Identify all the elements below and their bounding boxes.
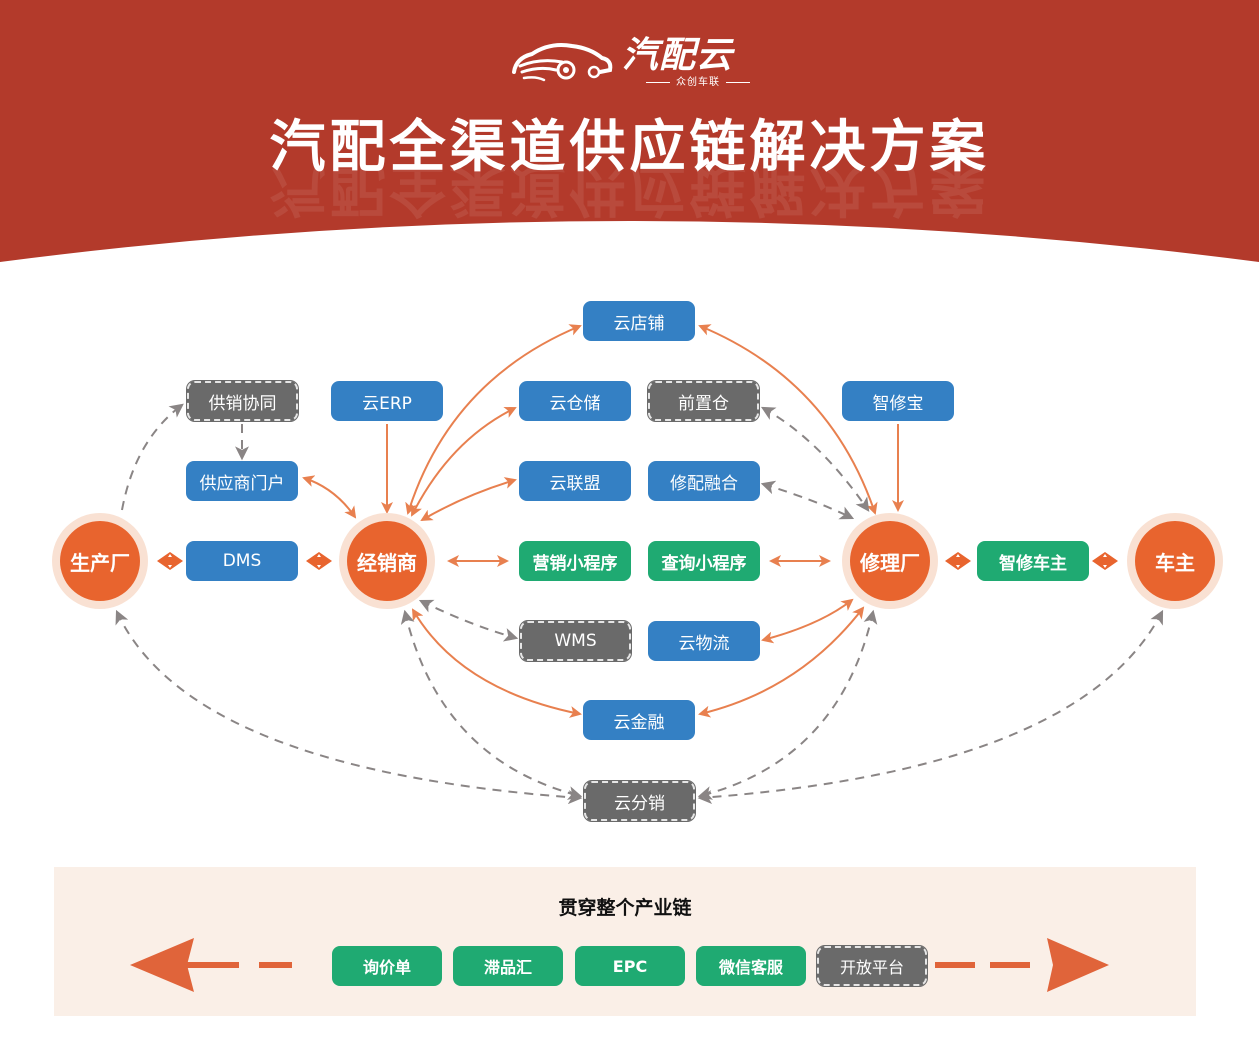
node-repair-parts-fusion[interactable]: 修配融合 [648, 461, 760, 501]
hub-dealer-label: 经销商 [347, 521, 427, 601]
hub-manufacturer-label: 生产厂 [60, 521, 140, 601]
chip-slow-moving[interactable]: 滞品汇 [453, 946, 563, 986]
node-query-miniprogram[interactable]: 查询小程序 [648, 541, 760, 581]
edge-frontwh-repair [760, 406, 870, 512]
node-cloud-alliance[interactable]: 云联盟 [519, 461, 631, 501]
node-cloud-warehouse[interactable]: 云仓储 [519, 381, 631, 421]
left-dash-3 [259, 962, 292, 968]
edge-logistics-repair [761, 598, 854, 644]
hub-repair-shop[interactable]: 修理厂 [842, 513, 938, 609]
right-dash-1 [935, 962, 975, 968]
industry-chain-panel: 贯穿整个产业链 询价单 滞品汇 EPC 微信客服 开放平台 [54, 867, 1196, 1016]
edge-dealer-cloud-alliance [420, 477, 517, 522]
industry-chain-title: 贯穿整个产业链 [558, 897, 692, 919]
right-arrow-head-icon [1047, 938, 1109, 992]
edge-dealer-wms [418, 599, 519, 642]
diamond-arrow-smartowner-owner [1092, 552, 1118, 570]
node-supply-sales-collab[interactable]: 供销协同 [186, 380, 299, 422]
diamond-arrow-manufacturer-dms [157, 552, 183, 570]
hub-car-owner-label: 车主 [1135, 521, 1215, 601]
left-dash-1 [184, 962, 216, 968]
edge-manufacturer-collab [121, 403, 184, 511]
left-dash-2 [207, 962, 239, 968]
node-cloud-store[interactable]: 云店铺 [583, 301, 695, 341]
hub-repair-shop-label: 修理厂 [850, 521, 930, 601]
node-cloud-finance[interactable]: 云金融 [583, 700, 695, 740]
diamond-arrow-repair-smartowner [945, 552, 971, 570]
chip-wechat-service[interactable]: 微信客服 [696, 946, 806, 986]
right-dash-2 [990, 962, 1030, 968]
car-logo-icon [512, 43, 613, 82]
node-front-warehouse[interactable]: 前置仓 [647, 380, 760, 422]
page-title: 汽配全渠道供应链解决方案 [269, 115, 990, 180]
node-wms[interactable]: WMS [519, 620, 632, 662]
edge-owner-distribution [697, 609, 1164, 805]
diamond-arrow-dms-dealer [306, 552, 332, 570]
logo-text: 汽配云 [622, 35, 734, 76]
chip-inquiry[interactable]: 询价单 [332, 946, 442, 986]
node-smart-repair-treasure[interactable]: 智修宝 [842, 381, 954, 421]
brand-logo: 汽配云 众创车联 [510, 34, 760, 94]
node-cloud-logistics[interactable]: 云物流 [648, 621, 760, 661]
edge-manufacturer-distribution [115, 609, 583, 805]
hub-manufacturer[interactable]: 生产厂 [52, 513, 148, 609]
node-smart-repair-owner[interactable]: 智修车主 [977, 541, 1089, 581]
node-cloud-distribution[interactable]: 云分销 [583, 780, 696, 822]
hub-car-owner[interactable]: 车主 [1127, 513, 1223, 609]
left-arrow-head-icon [130, 938, 194, 992]
edge-portal-dealer [302, 475, 357, 519]
edge-fusion-repair [760, 480, 855, 520]
chip-epc[interactable]: EPC [575, 946, 685, 986]
node-dms[interactable]: DMS [186, 541, 298, 581]
node-marketing-miniprogram[interactable]: 营销小程序 [519, 541, 631, 581]
node-supplier-portal[interactable]: 供应商门户 [186, 461, 298, 501]
logo-subtitle: 众创车联 [640, 76, 756, 90]
hub-dealer[interactable]: 经销商 [339, 513, 435, 609]
node-cloud-erp[interactable]: 云ERP [331, 381, 443, 421]
chip-open-platform[interactable]: 开放平台 [816, 945, 928, 987]
bidirectional-arrow [130, 938, 1109, 992]
